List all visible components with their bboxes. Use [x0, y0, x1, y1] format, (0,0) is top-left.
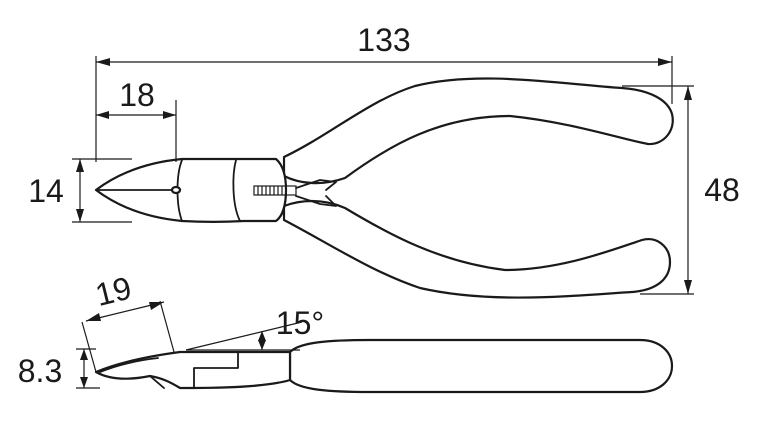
pivot-rivet: [170, 185, 182, 195]
side-head: [94, 350, 292, 390]
handle-spread-label: 48: [704, 172, 740, 208]
side-handle: [288, 338, 674, 394]
head-angle-label: 15°: [276, 305, 324, 341]
side-step-detail: [149, 351, 239, 389]
dimension-jaw-width: 14: [28, 158, 132, 223]
jaw-length-label: 18: [119, 77, 155, 113]
dimension-overall-length: 133: [95, 22, 673, 162]
spring-clip-lower: [295, 195, 337, 207]
dimension-side-jaw-length: 19: [81, 270, 175, 373]
dimension-jaw-length: 18: [96, 77, 177, 162]
side-view: [94, 338, 674, 394]
spring: [253, 185, 297, 196]
head-thickness-label: 8.3: [18, 353, 62, 389]
dimension-head-angle: 15°: [185, 305, 324, 351]
dimension-head-thickness: 8.3: [18, 348, 100, 389]
lower-handle: [282, 199, 672, 299]
side-jaw-length-label: 19: [92, 270, 135, 314]
jaw-width-label: 14: [28, 173, 64, 209]
jaw-head: [94, 157, 288, 223]
upper-handle: [282, 77, 674, 185]
top-view: [94, 77, 674, 299]
overall-length-label: 133: [357, 22, 410, 58]
side-blade-line: [99, 357, 159, 373]
pivot-boss-line: [232, 159, 241, 222]
spring-clip-upper: [295, 179, 337, 191]
dimension-handle-spread: 48: [622, 85, 740, 295]
